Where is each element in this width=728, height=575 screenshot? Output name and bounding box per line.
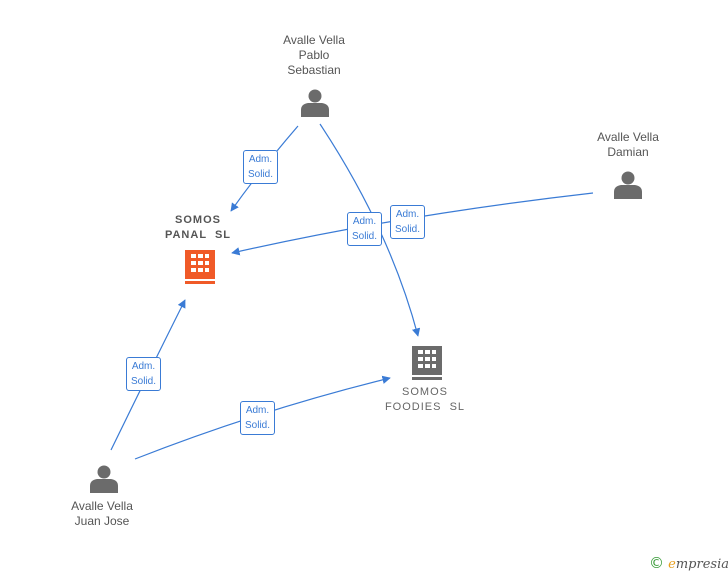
node-label-line: Sebastian (287, 63, 341, 77)
edge-label-line: Solid. (395, 224, 421, 235)
edge-label-line: Solid. (131, 376, 157, 387)
edge-label[interactable]: Adm. Solid. (126, 357, 162, 391)
node-label-line: Damian (607, 145, 649, 159)
copyright-icon: © (649, 554, 664, 572)
node-label-line: Avalle Vella (283, 33, 345, 47)
node-label-line: Pablo (298, 48, 330, 62)
person-icon[interactable] (90, 465, 118, 494)
person-icon[interactable] (614, 171, 642, 200)
empresia-logo[interactable]: © empresia (649, 554, 728, 572)
edge-label[interactable]: Adm. Solid. (390, 205, 426, 239)
node-label-line: Avalle Vella (597, 130, 659, 144)
node-label-line: Avalle Vella (71, 499, 133, 513)
edge-label[interactable]: Adm. Solid. (243, 150, 279, 184)
edge-label-line: Adm. (352, 216, 377, 227)
node-label-pablo[interactable]: Avalle Vella Pablo Sebastian (262, 33, 366, 78)
node-label-panal[interactable]: SOMOS PANAL SL (148, 213, 248, 243)
node-label-line: PANAL SL (164, 229, 232, 241)
edge-label-line: Adm. (395, 209, 420, 220)
edge-label-line: Adm. (248, 154, 273, 165)
node-label-line: SOMOS (402, 386, 448, 398)
node-label-line: SOMOS (175, 214, 221, 226)
node-label-line: Juan Jose (74, 514, 130, 528)
building-icon[interactable] (412, 346, 442, 380)
person-icon[interactable] (301, 89, 329, 118)
brand-rest: mpresia (675, 557, 728, 572)
edge-label[interactable]: Adm. Solid. (240, 401, 276, 435)
node-label-foodies[interactable]: SOMOS FOODIES SL (370, 385, 480, 415)
brand-name: empresia (668, 557, 728, 572)
edge-label-line: Solid. (248, 169, 274, 180)
building-icon[interactable] (185, 250, 215, 284)
edge-label-line: Adm. (131, 361, 156, 372)
node-label-damian[interactable]: Avalle Vella Damian (576, 130, 680, 160)
node-label-line: FOODIES SL (384, 401, 466, 413)
edge-label-line: Solid. (245, 420, 271, 431)
edge-label-line: Adm. (245, 405, 270, 416)
node-label-juan[interactable]: Avalle Vella Juan Jose (50, 499, 154, 529)
edge-label-line: Solid. (352, 231, 378, 242)
edge-label[interactable]: Adm. Solid. (347, 212, 383, 246)
brand-first-letter: e (668, 557, 676, 572)
